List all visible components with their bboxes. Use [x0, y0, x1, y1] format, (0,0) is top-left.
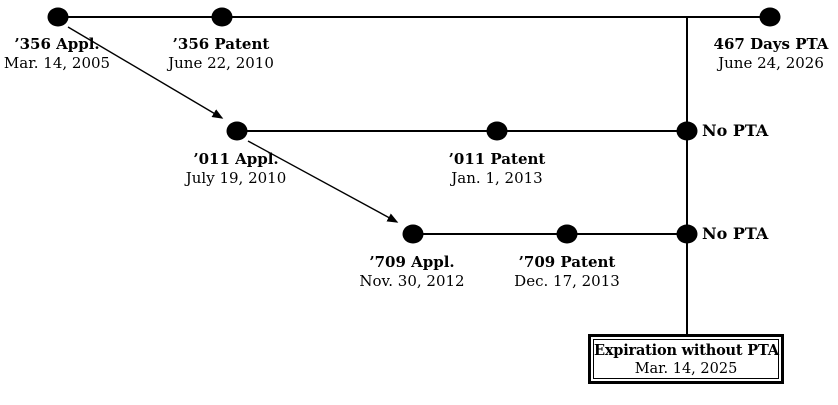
label-709-appl-title: ’709 Appl. [369, 253, 455, 271]
arrow-356-to-011 [67, 26, 224, 119]
label-709-appl: ’709 Appl. Nov. 30, 2012 [359, 253, 464, 291]
dot-356-appl [47, 7, 69, 27]
dot-011-appl [226, 121, 248, 141]
arrow-011-to-709 [247, 140, 399, 223]
label-709-patent: ’709 Patent Dec. 17, 2013 [514, 253, 620, 291]
label-011-no-pta: No PTA [702, 121, 769, 140]
label-356-appl: ’356 Appl. Mar. 14, 2005 [4, 35, 110, 73]
expiration-box: Expiration without PTA Mar. 14, 2025 [588, 334, 784, 384]
label-356-patent-date: June 22, 2010 [168, 54, 274, 72]
dot-356-patent [211, 7, 233, 27]
dot-709-patent [556, 224, 578, 244]
dot-356-pta [759, 7, 781, 27]
dot-709-appl [402, 224, 424, 244]
label-709-no-pta: No PTA [702, 224, 769, 243]
label-011-appl: ’011 Appl. July 19, 2010 [186, 150, 287, 188]
label-356-patent-title: ’356 Patent [172, 35, 270, 53]
label-356-pta-date: June 24, 2026 [718, 54, 824, 72]
label-011-patent-date: Jan. 1, 2013 [451, 169, 543, 187]
label-709-patent-title: ’709 Patent [518, 253, 616, 271]
label-011-appl-title: ’011 Appl. [193, 150, 279, 168]
dot-709-no-pta [676, 224, 698, 244]
label-709-patent-date: Dec. 17, 2013 [514, 272, 620, 290]
label-011-patent: ’011 Patent Jan. 1, 2013 [449, 150, 546, 188]
label-356-pta-title: 467 Days PTA [713, 35, 829, 53]
dot-011-no-pta [676, 121, 698, 141]
expiration-title: Expiration without PTA [594, 341, 779, 359]
expiration-box-inner: Expiration without PTA Mar. 14, 2025 [593, 339, 779, 379]
label-011-appl-date: July 19, 2010 [185, 169, 287, 187]
expiration-date: Mar. 14, 2025 [634, 360, 738, 377]
label-356-patent: ’356 Patent June 22, 2010 [168, 35, 274, 73]
dot-011-patent [486, 121, 508, 141]
label-356-appl-date: Mar. 14, 2005 [3, 54, 111, 72]
label-356-pta: 467 Days PTA June 24, 2026 [714, 35, 829, 73]
label-356-appl-title: ’356 Appl. [14, 35, 100, 53]
label-709-appl-date: Nov. 30, 2012 [359, 272, 465, 290]
label-011-patent-title: ’011 Patent [448, 150, 546, 168]
